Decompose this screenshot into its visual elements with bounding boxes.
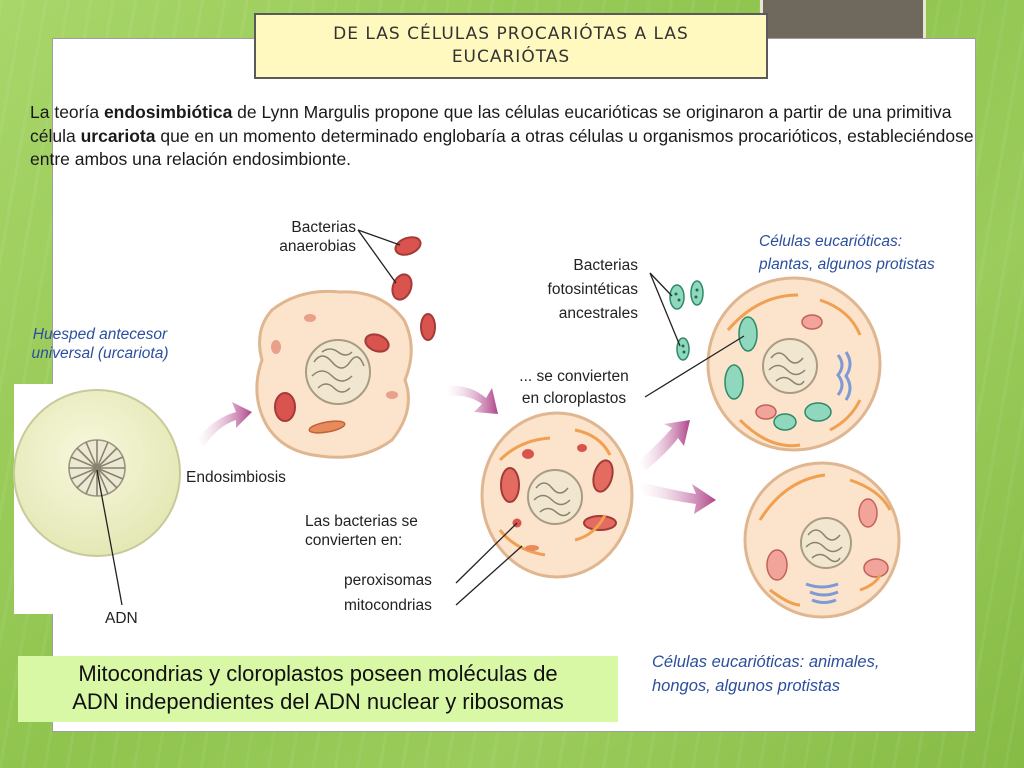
become-label-line2: convierten en: xyxy=(305,532,403,549)
animal-cells-caption: Células eucarióticas: animales, hongos, … xyxy=(652,650,879,698)
arrow-to-plant-cell xyxy=(638,420,690,470)
chloro-label-line2: en cloroplastos xyxy=(521,390,627,407)
intro-bold-urcariota: urcariota xyxy=(80,125,156,146)
mitochondria-cell xyxy=(455,411,634,606)
arrow-endosymbiosis-to-cell xyxy=(446,385,498,414)
plants-caption-line1: Células eucarióticas: xyxy=(759,233,903,250)
become-label-line1: Las bacterias se xyxy=(305,513,418,530)
photo-label-line1: Bacterias xyxy=(573,257,638,274)
intro-text-2: de Lynn Margulis propone que las células… xyxy=(30,102,952,146)
dna-label: ADN xyxy=(105,610,138,627)
endosymbiosis-cell xyxy=(255,289,413,459)
photosynthetic-bacteria-label: Bacterias fotosintéticas ancestrales xyxy=(490,254,638,326)
plants-caption-line2: plantas, algunos protistas xyxy=(759,256,935,273)
photo-label-line3: ancestrales xyxy=(558,305,638,322)
anaerobic-bacteria xyxy=(357,229,436,341)
peroxisomes-label: peroxisomas xyxy=(344,572,432,589)
conclusion-box: Mitocondrias y cloroplastos poseen moléc… xyxy=(18,656,618,722)
host-cell xyxy=(13,389,181,606)
chloroplast-label: ... se convierten en cloroplastos xyxy=(496,366,652,410)
plant-cell xyxy=(644,276,882,452)
host-caption-line2: universal (urcariota) xyxy=(31,345,169,362)
animal-cell xyxy=(743,461,901,619)
arrow-host-to-endosymbiosis xyxy=(196,402,252,446)
endosymbiosis-label: Endosimbiosis xyxy=(186,469,286,486)
become-label: Las bacterias se convierten en: xyxy=(305,512,418,550)
intro-bold-endosymbiotic: endosimbiótica xyxy=(103,102,233,122)
animals-caption-line2: hongos, algunos protistas xyxy=(652,677,841,695)
conclusion-line2: ADN independientes del ADN nuclear y rib… xyxy=(72,689,564,714)
host-caption-line1: Huesped antecesor xyxy=(32,326,168,343)
intro-text-3: que en un momento determinado englobaría… xyxy=(30,125,974,170)
animals-caption-line1: Células eucarióticas: animales, xyxy=(652,653,880,671)
anaerobic-bacteria-label: Bacterias anaerobias xyxy=(230,218,356,256)
host-caption: Huesped antecesor universal (urcariota) xyxy=(8,325,192,363)
conclusion-line1: Mitocondrias y cloroplastos poseen moléc… xyxy=(78,661,558,686)
mitochondria-label: mitocondrias xyxy=(344,597,432,614)
plant-cells-caption: Células eucarióticas: plantas, algunos p… xyxy=(759,230,935,276)
slide-title: DE LAS CÉLULAS PROCARIÓTAS A LAS EUCARIÓ… xyxy=(254,13,768,79)
intro-text-1: La teoría xyxy=(30,102,104,122)
anaerobic-label-line1: Bacterias xyxy=(291,219,356,236)
photosynthetic-bacteria xyxy=(649,272,704,361)
host-dna-icon xyxy=(68,439,126,497)
photo-label-line2: fotosintéticas xyxy=(547,281,638,298)
arrow-to-animal-cell xyxy=(640,482,716,514)
intro-paragraph: La teoría endosimbiótica de Lynn Marguli… xyxy=(30,101,990,172)
chloro-label-line1: ... se convierten xyxy=(519,368,629,385)
anaerobic-label-line2: anaerobias xyxy=(279,238,356,255)
